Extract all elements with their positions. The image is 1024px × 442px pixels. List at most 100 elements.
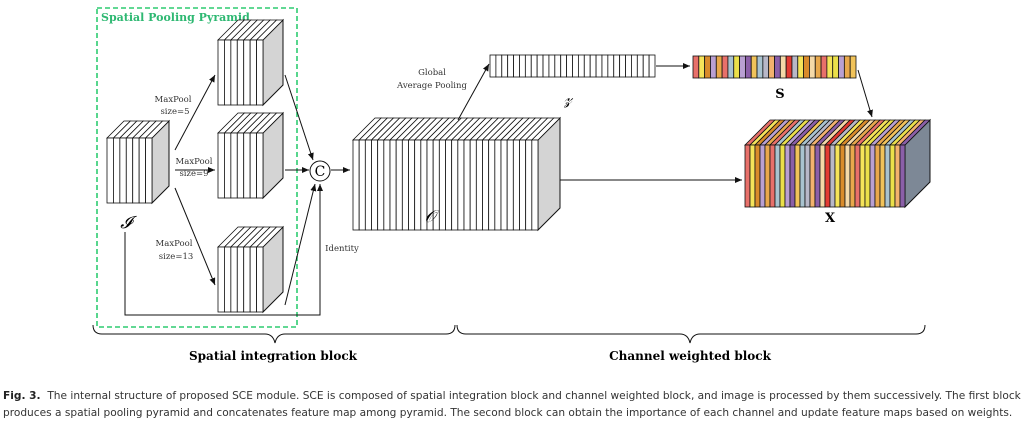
concat-symbol: C xyxy=(315,164,326,180)
channel-slice xyxy=(784,144,791,208)
channel-slice xyxy=(217,132,225,199)
channel-cell xyxy=(631,54,638,78)
channel-cell xyxy=(495,54,503,78)
output-o-cube xyxy=(352,116,561,232)
channel-slice xyxy=(869,144,876,208)
channel-cell xyxy=(583,54,591,78)
channel-cell xyxy=(548,54,556,78)
channel-cell xyxy=(774,55,781,79)
channel-slice xyxy=(854,144,861,208)
channel-slice xyxy=(829,144,836,208)
channel-cell xyxy=(710,55,717,79)
figure-caption: Fig. 3. The internal structure of propos… xyxy=(3,388,1021,422)
channel-slice xyxy=(874,144,881,208)
x-label: X xyxy=(825,211,836,226)
channel-slice xyxy=(249,39,257,106)
channel-cell xyxy=(727,55,735,79)
channel-slice xyxy=(794,144,801,208)
channel-slice xyxy=(256,246,264,313)
channel-cell xyxy=(698,55,706,79)
input-feature-cube xyxy=(106,119,170,205)
channel-slice xyxy=(125,137,134,204)
channel-cell xyxy=(530,54,538,78)
channel-cell xyxy=(554,54,562,78)
pool-13-cube xyxy=(217,225,284,314)
channel-slice xyxy=(445,139,453,231)
channel-slice xyxy=(879,144,886,208)
channel-slice xyxy=(799,144,806,208)
channel-slice xyxy=(106,137,114,204)
s-label: S xyxy=(775,87,784,102)
channel-slice xyxy=(463,139,471,231)
brace-spatial xyxy=(92,324,456,344)
channel-slice xyxy=(132,137,140,204)
channel-cell xyxy=(542,54,550,78)
channel-slice xyxy=(744,144,751,208)
channel-cell xyxy=(589,54,597,78)
channel-slice xyxy=(236,132,245,199)
channel-cell xyxy=(797,55,805,79)
channel-slice xyxy=(469,139,477,231)
channel-cell xyxy=(642,54,650,78)
channel-cell xyxy=(744,55,752,79)
channel-cell xyxy=(820,55,828,79)
spatial-pooling-pyramid-box xyxy=(96,7,298,328)
channel-cell xyxy=(489,54,497,78)
channel-cell xyxy=(814,55,822,79)
channel-slice xyxy=(824,144,831,208)
channel-cell xyxy=(739,55,746,79)
s-vector xyxy=(692,55,857,79)
channel-slice xyxy=(217,39,225,106)
channel-cell xyxy=(779,55,787,79)
caption-text: The internal structure of proposed SCE m… xyxy=(3,390,1021,419)
channel-slice xyxy=(256,132,264,199)
channel-slice xyxy=(519,139,527,231)
channel-slice xyxy=(814,144,821,208)
channel-slice xyxy=(894,144,901,208)
channel-slice xyxy=(389,139,397,231)
brace-channel xyxy=(456,324,926,344)
channel-slice xyxy=(500,139,508,231)
spatial-block-label: Spatial integration block xyxy=(189,349,358,363)
channel-slice xyxy=(145,137,153,204)
channel-slice xyxy=(230,39,238,106)
channel-slice xyxy=(839,144,846,208)
channel-slice xyxy=(859,144,866,208)
channel-cell xyxy=(843,55,851,79)
channel-slice xyxy=(899,144,906,208)
channel-cell xyxy=(762,55,770,79)
channel-cell xyxy=(692,55,700,79)
channel-cell xyxy=(524,54,532,78)
pool-5-cube xyxy=(217,18,284,107)
channel-cell xyxy=(791,55,799,79)
maxpool-5-label: MaxPool xyxy=(155,95,192,105)
channel-slice xyxy=(779,144,786,208)
channel-slice xyxy=(230,132,238,199)
channel-cell xyxy=(826,55,834,79)
maxpool-9-label: MaxPool xyxy=(176,157,213,167)
channel-cell xyxy=(619,54,626,78)
channel-slice xyxy=(749,144,756,208)
channel-cell xyxy=(613,54,621,78)
channel-cell xyxy=(601,54,609,78)
channel-slice xyxy=(224,39,232,106)
channel-cell xyxy=(715,55,723,79)
channel-cell xyxy=(721,55,729,79)
channel-cell xyxy=(785,55,793,79)
channel-slice xyxy=(844,144,851,208)
maxpool-9-size: size=9 xyxy=(179,169,208,179)
channel-slice xyxy=(764,144,771,208)
concat-node xyxy=(309,160,331,182)
channel-cell xyxy=(566,54,573,78)
arrows xyxy=(124,63,873,316)
channel-slice xyxy=(809,144,816,208)
output-x-cube xyxy=(744,118,931,209)
channel-slice xyxy=(224,246,232,313)
channel-slice xyxy=(395,139,403,231)
channel-slice xyxy=(243,132,251,199)
channel-slice xyxy=(819,144,826,208)
input-label: 𝓘 xyxy=(120,213,137,233)
channel-slice xyxy=(119,137,127,204)
channel-slice xyxy=(230,246,238,313)
channel-cell xyxy=(849,55,857,79)
